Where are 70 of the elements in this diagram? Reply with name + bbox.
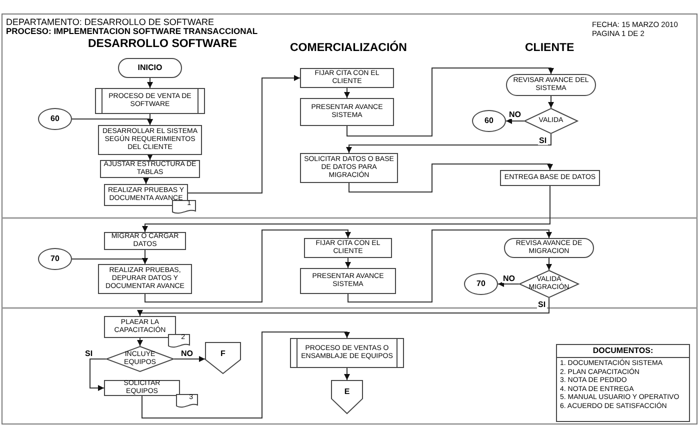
connector-arrow [143, 178, 149, 184]
connector-circle [38, 248, 72, 270]
edge-label: SI [538, 136, 548, 145]
document-symbol [176, 394, 198, 408]
edge-label: NO [502, 274, 516, 283]
process-box [300, 268, 396, 294]
process-terminal [506, 74, 596, 96]
decision-diamond [519, 270, 579, 298]
edge-label: SI [537, 300, 547, 309]
process-box [300, 98, 394, 126]
connector-arrow [498, 281, 520, 287]
node-text: 70 [476, 280, 486, 288]
connector-arrow [147, 78, 153, 88]
connector-arrow [144, 230, 351, 302]
node-text: 60 [484, 117, 494, 125]
decision-diamond [106, 346, 174, 372]
connector-circle [464, 273, 498, 295]
lane-heading: CLIENTE [525, 42, 574, 54]
box-heading: DOCUMENTOS: [557, 345, 689, 358]
connector-arrow [147, 154, 153, 160]
process-box [104, 316, 176, 338]
connector-arrow [346, 134, 552, 154]
process-box [98, 264, 192, 294]
edge-label: NO [508, 110, 522, 119]
node-text: F [220, 350, 226, 358]
start-terminal [118, 58, 182, 78]
connector-arrow [548, 96, 554, 108]
connector-arrow [506, 118, 524, 124]
process-box [304, 238, 392, 258]
node-text: E [343, 388, 351, 396]
connector-arrow [345, 258, 351, 268]
process-box [104, 380, 180, 396]
connector-arrow [137, 298, 550, 316]
edge-label: SI [84, 349, 94, 358]
document-symbol [172, 200, 196, 214]
process-label: PROCESO: IMPLEMENTACION SOFTWARE TRANSACCIONAL [6, 26, 258, 36]
connector-arrow [344, 368, 350, 380]
connector-arrow [348, 164, 553, 192]
process-box [300, 68, 394, 88]
off-page-connector [331, 380, 363, 414]
connector-arrow [90, 358, 106, 391]
subprocess-box [95, 88, 205, 114]
connector-arrow [546, 258, 552, 270]
department-label: DEPARTAMENTO: DESARROLLO DE SOFTWARE [6, 17, 214, 27]
node-text: 60 [50, 115, 60, 123]
edge-label: NO [180, 349, 194, 358]
connector-arrow [142, 332, 350, 418]
lane-heading: COMERCIALIZACIÓN [290, 42, 407, 54]
process-box [500, 170, 600, 186]
decision-diamond [524, 108, 578, 134]
connector-arrow [142, 186, 550, 232]
node-text: 70 [50, 255, 60, 263]
connector-arrow [137, 338, 143, 346]
documents-box [556, 344, 690, 422]
node-text: INICIO [136, 64, 164, 72]
connector-arrow [346, 68, 554, 136]
connector-arrow [72, 118, 153, 126]
process-terminal [504, 238, 594, 258]
connector-arrow [348, 230, 552, 302]
lane-heading: DESARROLLO SOFTWARE [88, 38, 237, 50]
connector-circle [38, 108, 72, 130]
process-box [104, 232, 186, 250]
connector-arrow [72, 258, 148, 264]
off-page-connector [205, 342, 241, 374]
connector-arrow [174, 356, 206, 362]
connector-circle [472, 110, 506, 132]
connector-arrow [188, 75, 300, 194]
connector-arrow [344, 88, 350, 98]
document-symbol [168, 334, 190, 348]
subprocess-box [290, 338, 404, 368]
